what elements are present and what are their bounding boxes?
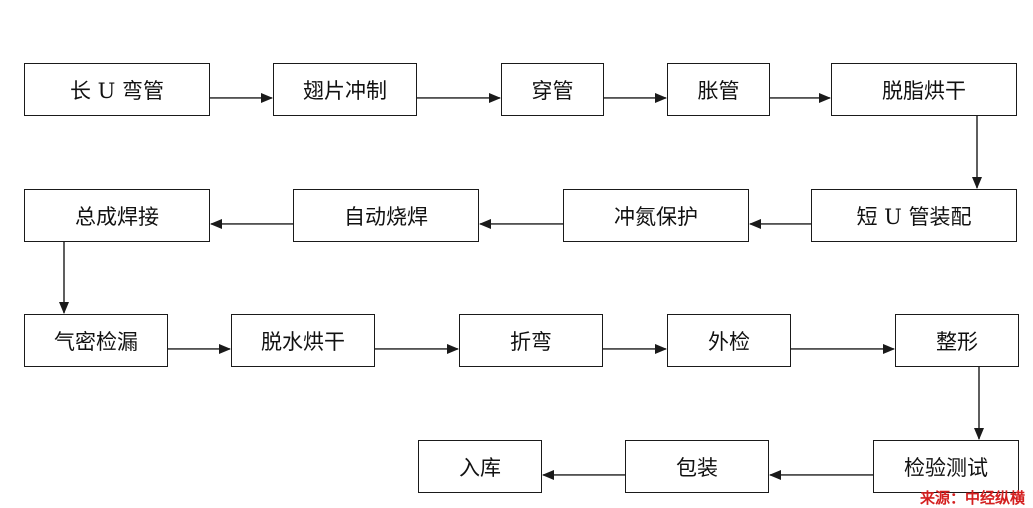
- process-step-14: 整形: [895, 314, 1019, 367]
- process-step-label: 短 U 管装配: [856, 204, 972, 229]
- process-step-label: 脱水烘干: [261, 329, 345, 354]
- process-step-5: 脱脂烘干: [831, 63, 1017, 116]
- process-step-15: 检验测试: [873, 440, 1019, 493]
- process-step-label: 长 U 弯管: [69, 78, 165, 103]
- process-step-label: 外检: [708, 329, 750, 354]
- process-step-label: 包装: [676, 455, 718, 480]
- process-step-label: 胀管: [697, 78, 740, 103]
- process-step-13: 外检: [667, 314, 791, 367]
- process-step-label: 气密检漏: [54, 329, 138, 354]
- process-step-2: 翅片冲制: [273, 63, 417, 116]
- source-note: 来源：中经纵横: [919, 489, 1025, 507]
- process-step-label: 冲氮保护: [614, 204, 698, 229]
- process-step-label: 入库: [459, 455, 501, 480]
- process-step-17: 入库: [418, 440, 542, 493]
- process-step-16: 包装: [625, 440, 769, 493]
- process-step-label: 脱脂烘干: [882, 78, 966, 103]
- process-step-10: 气密检漏: [24, 314, 168, 367]
- process-step-12: 折弯: [459, 314, 603, 367]
- process-step-11: 脱水烘干: [231, 314, 375, 367]
- process-step-1: 长 U 弯管: [24, 63, 210, 116]
- process-step-label: 总成焊接: [75, 204, 159, 229]
- process-step-label: 穿管: [531, 78, 574, 103]
- process-step-label: 翅片冲制: [303, 78, 387, 103]
- process-step-3: 穿管: [501, 63, 604, 116]
- process-step-label: 折弯: [510, 329, 552, 354]
- process-step-4: 胀管: [667, 63, 770, 116]
- process-step-9: 总成焊接: [24, 189, 210, 242]
- process-step-6: 短 U 管装配: [811, 189, 1017, 242]
- process-step-7: 冲氮保护: [563, 189, 749, 242]
- process-step-8: 自动烧焊: [293, 189, 479, 242]
- process-step-label: 自动烧焊: [344, 204, 428, 229]
- process-step-label: 检验测试: [904, 455, 988, 480]
- process-step-label: 整形: [936, 329, 978, 354]
